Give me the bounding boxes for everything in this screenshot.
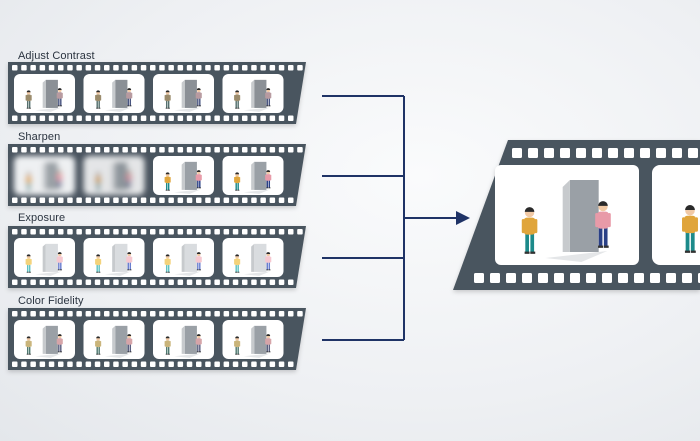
person-man-icon: [25, 336, 32, 355]
film-frame: [83, 156, 145, 195]
person-woman-icon: [56, 170, 63, 189]
person-woman-icon: [265, 170, 272, 189]
label-row-3: Color Fidelity: [18, 295, 84, 307]
person-woman-icon: [126, 88, 133, 107]
person-woman-icon: [195, 252, 202, 271]
person-man-icon: [95, 172, 102, 191]
person-man-icon: [234, 254, 241, 273]
person-man-icon: [521, 207, 538, 254]
person-woman-icon: [265, 252, 272, 271]
person-woman-icon: [126, 252, 133, 271]
film-frame: [222, 74, 284, 113]
person-man-icon: [234, 90, 241, 109]
film-frame: [153, 74, 214, 113]
person-man-icon: [234, 172, 241, 191]
person-man-icon: [164, 254, 171, 273]
person-man-icon: [25, 90, 32, 109]
film-frame: [14, 238, 75, 277]
person-woman-icon: [595, 201, 611, 248]
label-row-1: Sharpen: [18, 131, 61, 143]
person-woman-icon: [56, 88, 63, 107]
film-frame: [153, 156, 214, 195]
output-film-strip: [453, 140, 700, 290]
person-woman-icon: [126, 334, 133, 353]
person-man-icon: [234, 336, 241, 355]
film-frame: [222, 320, 284, 359]
person-man-icon: [164, 172, 171, 191]
person-man-icon: [682, 205, 698, 253]
film-frame: [14, 156, 75, 195]
film-frame: [222, 156, 284, 195]
person-man-icon: [25, 172, 32, 191]
film-frame: [222, 238, 284, 277]
film-frame: [153, 238, 214, 277]
person-woman-icon: [195, 334, 202, 353]
person-woman-icon: [265, 88, 272, 107]
film-strip-color: [8, 308, 306, 370]
film-frame: [153, 320, 214, 359]
person-man-icon: [95, 254, 102, 273]
person-man-icon: [164, 336, 171, 355]
person-woman-icon: [56, 252, 63, 271]
person-man-icon: [25, 254, 32, 273]
person-man-icon: [95, 336, 102, 355]
connector-lines: [322, 95, 470, 341]
label-row-0: Adjust Contrast: [18, 50, 95, 62]
film-frame: [14, 320, 75, 359]
person-woman-icon: [195, 170, 202, 189]
person-woman-icon: [56, 334, 63, 353]
label-row-2: Exposure: [18, 212, 66, 224]
film-frame: [83, 320, 145, 359]
person-man-icon: [95, 90, 102, 109]
film-strip-sharpen: [8, 144, 306, 206]
output-frame-main: [495, 165, 639, 265]
film-strip-contrast: [8, 62, 306, 124]
film-frame: [83, 74, 145, 113]
person-woman-icon: [195, 88, 202, 107]
film-strip-exposure: [8, 226, 306, 288]
film-frame: [83, 238, 145, 277]
film-frame: [14, 74, 75, 113]
person-man-icon: [164, 90, 171, 109]
person-woman-icon: [265, 334, 272, 353]
arrow-right-icon: [456, 211, 470, 225]
person-woman-icon: [126, 170, 133, 189]
